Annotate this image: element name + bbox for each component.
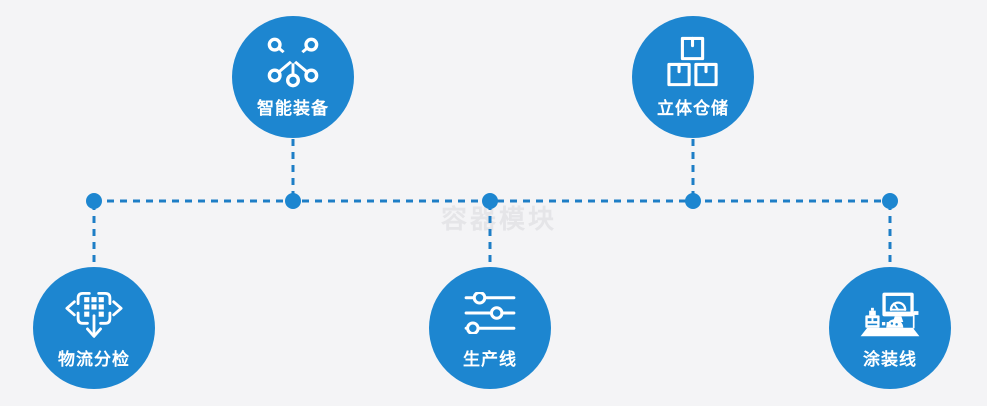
node-logistics-sorting[interactable]: 物流分检 xyxy=(33,267,155,389)
node-cubic-warehouse[interactable]: 立体仓储 xyxy=(632,16,754,138)
node-label: 涂装线 xyxy=(863,350,917,370)
node-smart-equipment[interactable]: 智能装备 xyxy=(232,16,354,138)
watermark-text: 容器模块 xyxy=(441,205,558,235)
junction-dot xyxy=(882,193,898,209)
junction-dot xyxy=(285,193,301,209)
node-label: 物流分检 xyxy=(58,350,130,370)
node-painting-line[interactable]: 涂装线 xyxy=(829,267,951,389)
sort-dispatch-icon xyxy=(64,284,124,342)
stacked-boxes-icon xyxy=(666,33,720,91)
sliders-icon xyxy=(464,284,516,342)
node-label: 智能装备 xyxy=(257,99,329,119)
network-nodes-icon xyxy=(262,33,324,91)
node-label: 立体仓储 xyxy=(657,99,729,119)
node-production-line[interactable]: 生产线 xyxy=(429,267,551,389)
node-label: 生产线 xyxy=(463,350,517,370)
control-station-icon xyxy=(853,284,927,342)
junction-dot xyxy=(86,193,102,209)
junction-dot xyxy=(482,193,498,209)
junction-dot xyxy=(685,193,701,209)
